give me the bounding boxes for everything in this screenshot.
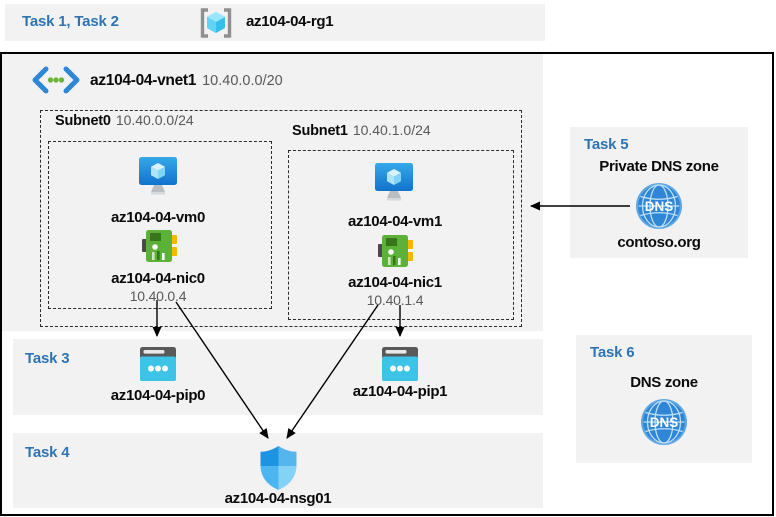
vnet-name: az104-04-vnet1 — [90, 72, 197, 89]
vnet-title: az104-04-vnet1 10.40.0.0/20 — [90, 72, 283, 90]
nic0-ip: 10.40.0.4 — [129, 288, 187, 304]
pip0-public-ip-icon — [140, 347, 176, 381]
vm1-virtual-machine-icon — [375, 163, 413, 201]
dns-zone-icon-text: DNS — [650, 415, 679, 430]
nsg-shield-icon — [260, 446, 297, 490]
private-dns-icon: DNS — [636, 183, 682, 229]
task-3-panel — [13, 339, 543, 415]
dns-zone-title: DNS zone — [630, 374, 698, 391]
task-1-2-panel — [5, 4, 545, 41]
task-5-label: Task 5 — [584, 136, 629, 153]
outer-boundary-box — [0, 52, 774, 516]
pip0-label: az104-04-pip0 — [110, 387, 206, 404]
subnet1-cidr: 10.40.1.0/24 — [352, 122, 431, 138]
virtual-network-icon — [32, 66, 80, 94]
nsg-label: az104-04-nsg01 — [224, 490, 332, 507]
task-4-label: Task 4 — [25, 444, 70, 461]
private-dns-zone-name: contoso.org — [617, 234, 701, 251]
vm1-label: az104-04-vm1 — [348, 213, 442, 230]
vnet-region — [2, 54, 543, 331]
resource-group-label: az104-04-rg1 — [246, 13, 334, 30]
subnet0-box — [48, 141, 272, 309]
private-dns-zone-title: Private DNS zone — [599, 158, 719, 175]
subnets-container — [40, 110, 522, 327]
nic0-network-interface-icon — [142, 230, 177, 262]
subnet0-name: Subnet0 — [55, 113, 111, 129]
nic1-ip: 10.40.1.4 — [366, 292, 424, 308]
task-3-label: Task 3 — [25, 350, 70, 367]
dns-zone-icon: DNS — [641, 399, 687, 445]
task-1-2-label: Task 1, Task 2 — [22, 13, 119, 30]
nic1-label: az104-04-nic1 — [348, 274, 442, 291]
subnet1-box — [288, 150, 514, 320]
resource-group-icon — [200, 8, 232, 38]
nic1-network-interface-icon — [378, 235, 413, 267]
pip1-label: az104-04-pip1 — [352, 383, 448, 400]
nic0-label: az104-04-nic0 — [111, 270, 205, 287]
subnet0-cidr: 10.40.0.0/24 — [115, 112, 194, 128]
vm0-virtual-machine-icon — [139, 157, 177, 195]
vnet-cidr: 10.40.0.0/20 — [202, 73, 283, 89]
subnet1-name: Subnet1 — [292, 123, 348, 139]
pip1-public-ip-icon — [382, 347, 418, 381]
task-6-label: Task 6 — [590, 344, 635, 361]
vm0-label: az104-04-vm0 — [111, 209, 205, 226]
private-dns-icon-text: DNS — [645, 199, 674, 214]
